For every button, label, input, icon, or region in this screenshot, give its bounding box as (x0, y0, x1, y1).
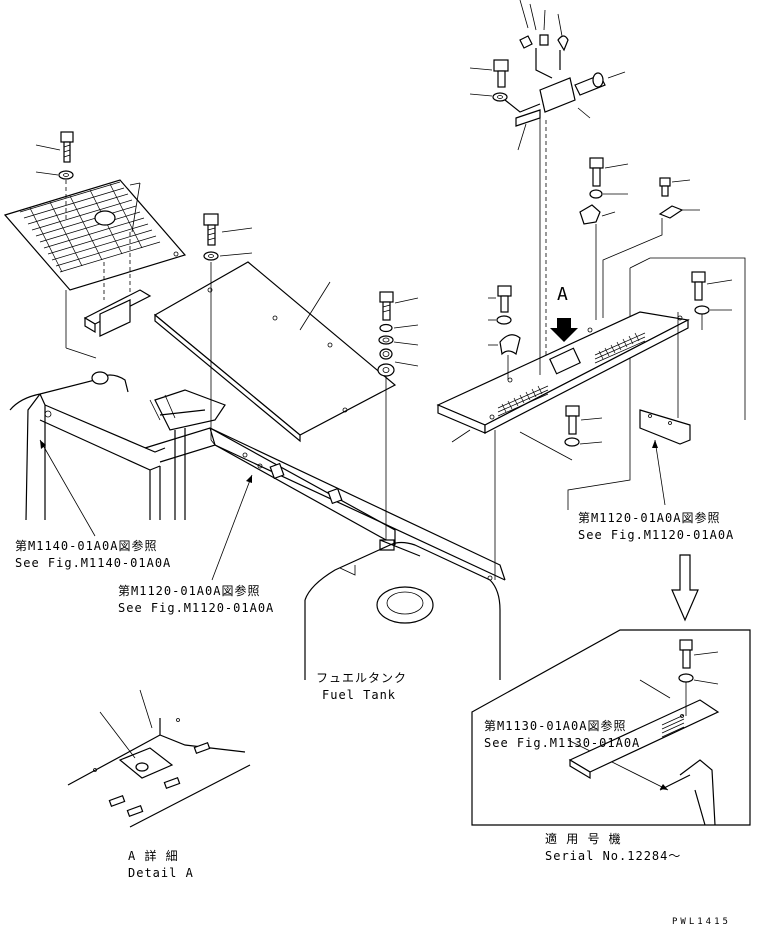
ref-m1120-mid-jp: 第M1120-01A0A図参照 (118, 583, 260, 598)
machine-frame (9, 371, 506, 581)
center-cover-plate (153, 213, 397, 446)
ref-m1120-right-en: See Fig.M1120-01A0A (578, 528, 734, 542)
bolt-icon (35, 131, 74, 163)
bolt-icon (379, 291, 419, 321)
fuel-tank (304, 541, 501, 680)
washer-icon (203, 251, 253, 261)
transition-arrow (671, 554, 699, 622)
louver-slots (497, 332, 646, 417)
bolt-icon (469, 59, 509, 88)
washer-icon (35, 170, 74, 180)
ref-m1130-jp: 第M1130-01A0A図参照 (484, 718, 626, 733)
leader-lines (39, 439, 669, 791)
detail-a-jp: A 詳 細 (128, 848, 179, 863)
ref-m1120-mid-en: See Fig.M1120-01A0A (118, 601, 274, 615)
fuel-tank-en: Fuel Tank (322, 688, 396, 702)
bolt-icon (589, 157, 629, 187)
serial-label-en: Serial No.12284～ (545, 849, 681, 863)
serial-label-jp: 適 用 号 機 (545, 831, 622, 846)
ref-m1130-en: See Fig.M1130-01A0A (484, 736, 640, 750)
ref-m1120-right-jp: 第M1120-01A0A図参照 (578, 510, 720, 525)
detail-a-en: Detail A (128, 866, 194, 880)
grille-slots (19, 181, 161, 273)
ref-m1140-en: See Fig.M1140-01A0A (15, 556, 171, 570)
drawing-code: PWL1415 (672, 917, 731, 927)
fuel-tank-jp: フュエルタンク (316, 671, 407, 685)
view-a-arrow: A (550, 284, 578, 342)
bolt-icon (203, 213, 253, 246)
ref-m1140-jp: 第M1140-01A0A図参照 (15, 538, 157, 553)
detail-a-view (67, 689, 251, 828)
center-bolt-stack (377, 291, 419, 540)
serial-variant-box (471, 629, 751, 826)
washer-icon (469, 92, 508, 102)
left-grille-cover (3, 131, 187, 359)
view-a-label: A (557, 284, 569, 305)
right-cover-plate (436, 257, 746, 580)
right-plate-fasteners (488, 271, 733, 461)
top-linkage (469, 0, 626, 360)
right-bolt-group (579, 157, 700, 320)
